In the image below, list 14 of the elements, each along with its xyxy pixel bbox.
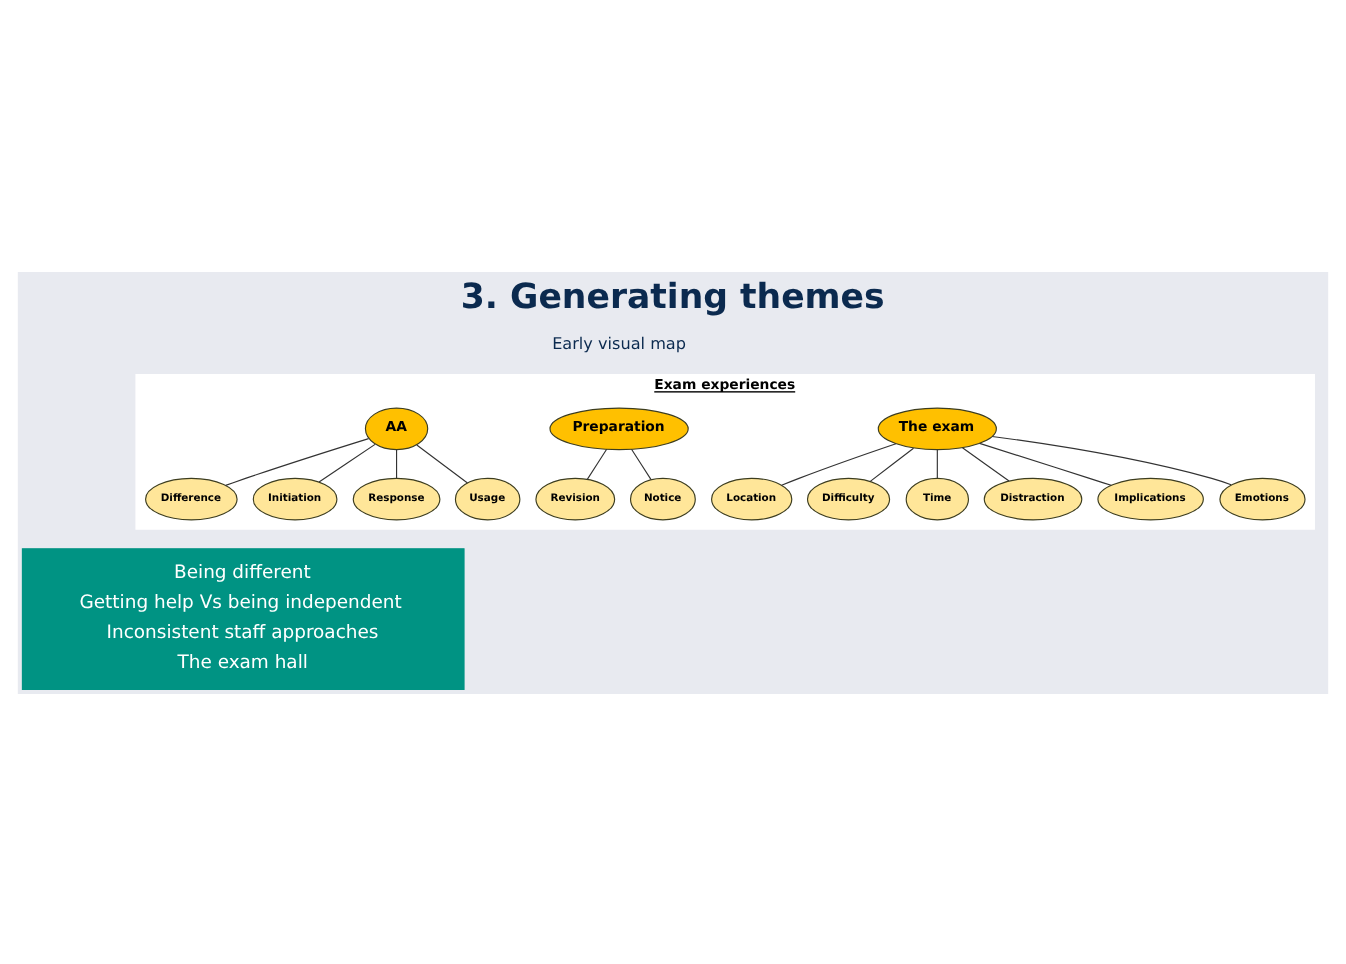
connector xyxy=(961,446,1010,481)
connector xyxy=(936,448,938,478)
node-box: Being different Getting help Vs being independent Inconsistent staff approaches The exam hall xyxy=(21,547,465,689)
connector xyxy=(781,442,897,485)
connector xyxy=(416,443,469,483)
connector xyxy=(630,447,652,479)
connector xyxy=(991,434,1232,485)
connector xyxy=(869,446,915,481)
connector xyxy=(979,441,1112,485)
connector xyxy=(225,437,370,485)
connector xyxy=(396,448,398,478)
connector xyxy=(586,447,608,479)
diagram-title: 3. Generating themes xyxy=(460,276,885,317)
connector xyxy=(318,442,376,482)
